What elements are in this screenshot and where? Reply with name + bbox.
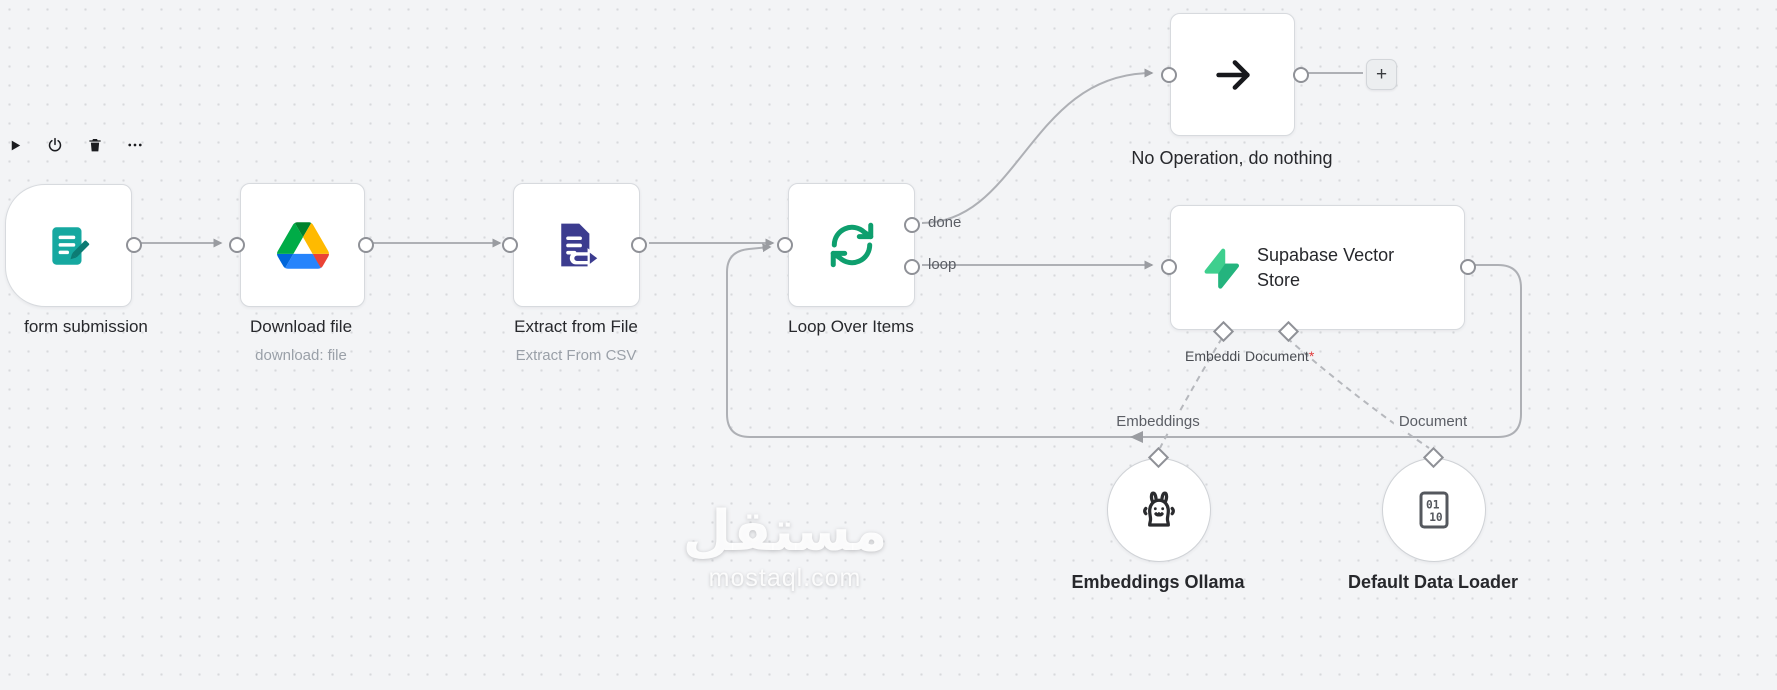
supabase-node-label: Supabase Vector Store bbox=[1257, 244, 1395, 290]
drive-node-subtitle: download: file bbox=[255, 347, 347, 364]
loop-done-output-port[interactable] bbox=[904, 217, 920, 233]
binary-file-icon: 01 10 bbox=[1410, 486, 1458, 534]
svg-text:01: 01 bbox=[1426, 498, 1440, 511]
extract-input-port[interactable] bbox=[502, 237, 518, 253]
document-edge-label: Document bbox=[1393, 412, 1473, 431]
embeddings-edge-label: Embeddings bbox=[1111, 412, 1205, 431]
node-extract-from-file[interactable] bbox=[513, 183, 640, 307]
required-asterisk: * bbox=[1308, 348, 1315, 364]
node-embeddings-ollama[interactable] bbox=[1107, 458, 1211, 562]
edge-supabase-return bbox=[726, 243, 1522, 438]
arrow-right-icon bbox=[1210, 52, 1256, 98]
extract-file-icon bbox=[550, 218, 604, 272]
node-default-data-loader[interactable]: 01 10 bbox=[1382, 458, 1486, 562]
more-options-icon[interactable] bbox=[126, 136, 144, 154]
supabase-input-port[interactable] bbox=[1161, 259, 1177, 275]
node-supabase-vector-store[interactable]: Supabase Vector Store bbox=[1170, 205, 1465, 330]
drive-input-port[interactable] bbox=[229, 237, 245, 253]
noop-input-port[interactable] bbox=[1161, 67, 1177, 83]
document-port-label: Document* bbox=[1245, 348, 1315, 364]
edge-supabase-to-ollama bbox=[1159, 337, 1223, 449]
node-form-submission[interactable] bbox=[5, 184, 132, 307]
extract-node-label: Extract from File bbox=[514, 317, 638, 336]
noop-node-label: No Operation, do nothing bbox=[1131, 148, 1333, 168]
supabase-icon bbox=[1197, 246, 1241, 290]
edge-supabase-to-loader bbox=[1286, 337, 1430, 449]
node-toolbar bbox=[6, 136, 144, 154]
node-download-file[interactable] bbox=[240, 183, 365, 307]
play-icon[interactable] bbox=[6, 136, 24, 154]
loop-input-port[interactable] bbox=[777, 237, 793, 253]
extract-node-subtitle: Extract From CSV bbox=[515, 347, 637, 364]
loop-loop-output-port[interactable] bbox=[904, 259, 920, 275]
form-node-label: form submission bbox=[24, 317, 148, 336]
llama-icon bbox=[1133, 484, 1185, 536]
node-no-operation[interactable] bbox=[1170, 13, 1295, 136]
form-icon bbox=[44, 221, 94, 271]
drive-output-port[interactable] bbox=[358, 237, 374, 253]
loader-node-label: Default Data Loader bbox=[1347, 572, 1519, 592]
form-output-port[interactable] bbox=[126, 237, 142, 253]
trash-icon[interactable] bbox=[86, 136, 104, 154]
extract-output-port[interactable] bbox=[631, 237, 647, 253]
loop-node-label: Loop Over Items bbox=[788, 317, 914, 336]
noop-output-port[interactable] bbox=[1293, 67, 1309, 83]
ollama-node-label: Embeddings Ollama bbox=[1071, 572, 1245, 592]
done-port-label: done bbox=[928, 214, 962, 231]
svg-text:10: 10 bbox=[1429, 511, 1443, 524]
drive-node-label: Download file bbox=[249, 317, 353, 336]
supabase-output-port[interactable] bbox=[1460, 259, 1476, 275]
add-node-button[interactable]: + bbox=[1366, 59, 1397, 90]
edge-done-to-noop bbox=[921, 68, 1154, 224]
node-loop-over-items[interactable] bbox=[788, 183, 915, 307]
loop-port-label: loop bbox=[928, 256, 957, 273]
embedding-port-label: Embeddi bbox=[1185, 348, 1241, 364]
google-drive-icon bbox=[276, 221, 329, 269]
loop-icon bbox=[827, 220, 877, 270]
return-edge-arrow bbox=[1130, 431, 1143, 443]
power-icon[interactable] bbox=[46, 136, 64, 154]
